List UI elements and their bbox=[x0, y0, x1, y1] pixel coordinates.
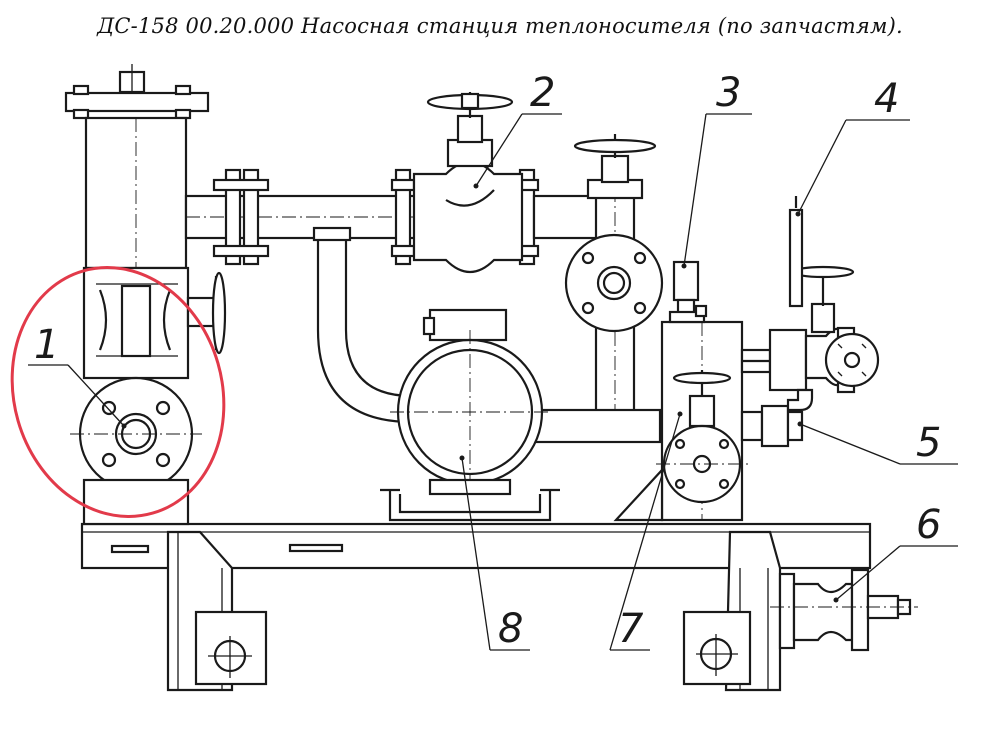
callout-4: 4 bbox=[874, 76, 899, 122]
filter-column bbox=[64, 64, 227, 526]
leader-1-arm bbox=[67, 364, 125, 427]
highlight-circle bbox=[10, 266, 226, 518]
leader-1-dot bbox=[121, 423, 127, 429]
leader-4-dot bbox=[795, 211, 801, 217]
callout-8: 8 bbox=[498, 606, 523, 652]
drawing-title: ДС-158 00.20.000 Насосная станция теплон… bbox=[97, 14, 903, 38]
top-pipeline bbox=[184, 168, 620, 266]
callout-5: 5 bbox=[916, 420, 941, 466]
callout-1: 1 bbox=[34, 322, 59, 368]
callout-3: 3 bbox=[716, 70, 741, 116]
leader-3-arm bbox=[683, 113, 707, 267]
leader-7-dot bbox=[677, 411, 683, 417]
callout-2: 2 bbox=[530, 70, 555, 116]
leader-5-dot bbox=[797, 421, 803, 427]
base-frame bbox=[80, 522, 872, 692]
leader-3-dot bbox=[681, 263, 687, 269]
leader-2-arm bbox=[475, 113, 523, 187]
leader-8-dot bbox=[459, 455, 465, 461]
callout-7: 7 bbox=[618, 606, 644, 652]
riser-valve bbox=[564, 134, 664, 420]
leader-6-arm bbox=[835, 545, 901, 601]
sensor-3 bbox=[668, 260, 708, 324]
valve-4 bbox=[740, 196, 880, 394]
pump-8 bbox=[380, 308, 560, 522]
callouts: 1 2 3 4 5 6 7 8 bbox=[28, 70, 958, 652]
bent-pipe bbox=[312, 226, 662, 444]
leader-4-arm bbox=[797, 119, 847, 215]
callout-6: 6 bbox=[916, 502, 941, 548]
gate-valve-2 bbox=[412, 92, 524, 274]
valve-6 bbox=[770, 568, 918, 652]
leader-7-arm bbox=[609, 413, 681, 651]
leader-2-dot bbox=[473, 183, 479, 189]
leader-5-arm bbox=[799, 423, 901, 465]
leader-6-dot bbox=[833, 597, 839, 603]
fitting-5 bbox=[740, 388, 814, 448]
valve-box-7 bbox=[613, 320, 748, 522]
leader-8-arm bbox=[461, 457, 491, 651]
